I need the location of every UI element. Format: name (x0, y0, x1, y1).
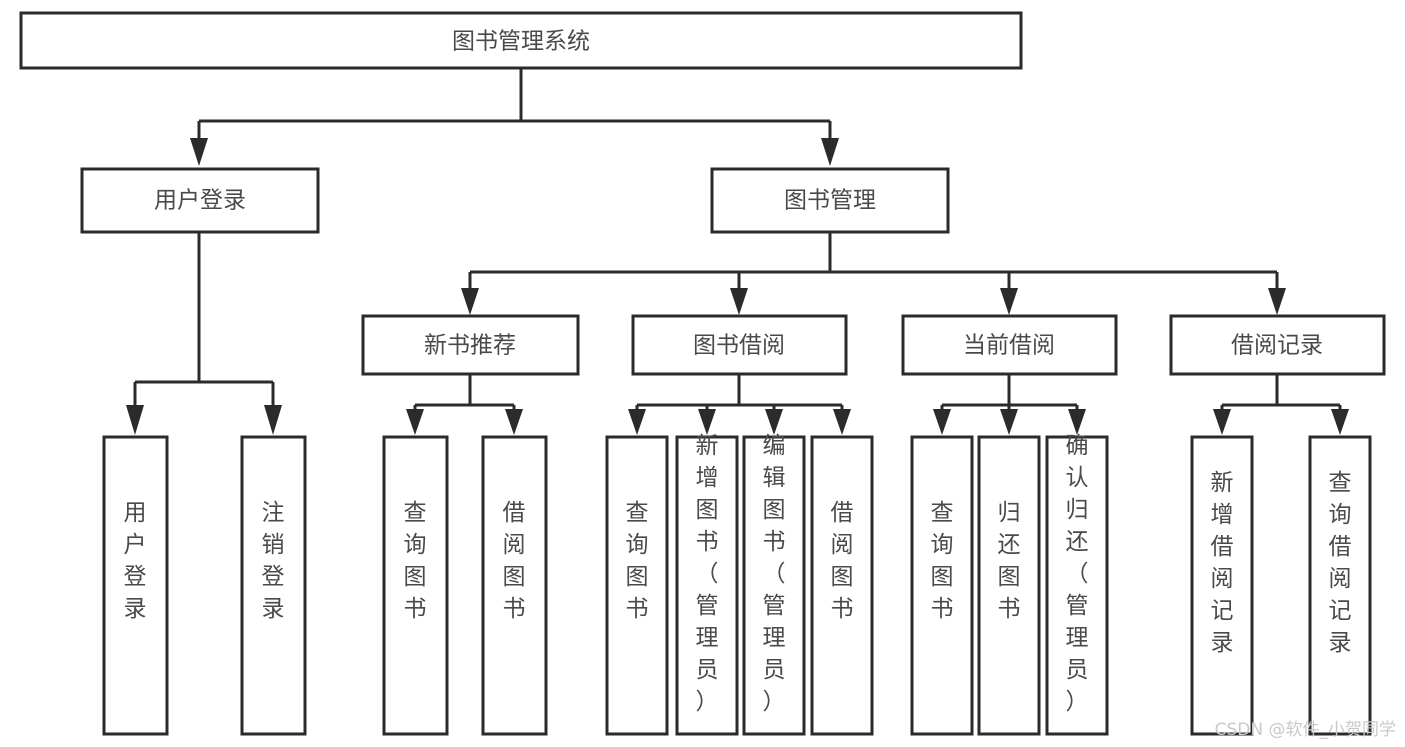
node-book-borrow-box[interactable] (631, 314, 848, 376)
leaf-nb-borrow-book-label: 借阅图书 (503, 500, 526, 622)
leaf-bb-borrow-book-box[interactable] (810, 435, 874, 736)
leaf-cb-confirm-return-label: 确认归还（管理员） (1066, 433, 1089, 715)
leaf-node[interactable]: 查询图书 (910, 435, 974, 736)
leaf-node[interactable]: 借阅图书 (810, 435, 874, 736)
leaf-logout-label: 注销登录 (262, 500, 285, 622)
leaf-node[interactable]: 新增借阅记录 (1190, 435, 1254, 736)
node-user-login-box[interactable] (80, 167, 320, 234)
node-user-login-label: 用户登录 (154, 188, 246, 214)
node-book-management[interactable]: 图书管理 (710, 167, 950, 234)
node-root-box[interactable] (19, 11, 1023, 70)
leaf-cb-return-book-label: 归还图书 (998, 500, 1021, 622)
leaf-cb-query-book-box[interactable] (910, 435, 974, 736)
node-root-system[interactable]: 图书管理系统 (19, 11, 1023, 70)
arrow-head-bb-leaf-1 (628, 409, 646, 435)
node-current-borrow-box[interactable] (901, 314, 1118, 376)
node-book-borrow-label: 图书借阅 (693, 333, 785, 359)
node-book-management-label: 图书管理 (784, 188, 876, 214)
leaf-br-query-record-box[interactable] (1308, 435, 1372, 736)
leaf-br-query-record-label: 查询借阅记录 (1329, 470, 1352, 656)
leaf-bb-edit-book-label: 编辑图书（管理员） (763, 433, 786, 715)
node-current-borrow[interactable]: 当前借阅 (901, 314, 1118, 376)
node-new-book-recommend-label: 新书推荐 (424, 333, 516, 359)
node-user-login[interactable]: 用户登录 (80, 167, 320, 234)
arrow-head-nb-leaf-2 (505, 409, 523, 435)
node-borrow-record-box[interactable] (1169, 314, 1386, 376)
arrow-head-cb-leaf-2 (1000, 409, 1018, 435)
leaf-node[interactable]: 查询借阅记录 (1308, 435, 1372, 736)
leaf-logout-box[interactable] (240, 435, 307, 736)
arrow-head-borrow-record (1268, 288, 1286, 315)
leaf-node[interactable]: 借阅图书 (481, 435, 548, 736)
leaf-bb-edit-book-box[interactable] (742, 435, 806, 736)
leaf-bb-add-book-label: 新增图书（管理员） (696, 433, 719, 715)
leaf-nb-borrow-book-box[interactable] (481, 435, 548, 736)
leaf-nb-query-book-label: 查询图书 (404, 500, 427, 622)
leaf-nb-query-book-box[interactable] (382, 435, 449, 736)
leaf-node[interactable]: 查询图书 (605, 435, 669, 736)
csdn-watermark: CSDN @软件_小贺同学 (1215, 720, 1396, 740)
leaf-bb-add-book-box[interactable] (675, 435, 739, 736)
arrow-head-bb-leaf-3 (765, 409, 783, 435)
leaf-node[interactable]: 编辑图书（管理员） (742, 433, 806, 736)
leaf-user-login-box[interactable] (102, 435, 169, 736)
arrow-head-book-borrow (730, 288, 748, 315)
arrow-head-cb-leaf-3 (1068, 409, 1086, 435)
arrow-head-current-borrow (1000, 288, 1018, 315)
arrow-head-leaf-logout (264, 405, 282, 435)
node-book-management-box[interactable] (710, 167, 950, 234)
leaf-cb-return-book-box[interactable] (977, 435, 1041, 736)
arrow-head-user-login (190, 138, 208, 166)
node-new-book-recommend[interactable]: 新书推荐 (361, 314, 580, 376)
leaf-node[interactable]: 确认归还（管理员） (1045, 433, 1109, 736)
node-root-label: 图书管理系统 (452, 29, 590, 55)
arrow-head-book-manage (821, 138, 839, 166)
node-new-book-recommend-box[interactable] (361, 314, 580, 376)
node-borrow-record[interactable]: 借阅记录 (1169, 314, 1386, 376)
leaf-bb-borrow-book-label: 借阅图书 (831, 500, 854, 622)
leaf-node[interactable]: 查询图书 (382, 435, 449, 736)
leaf-bb-query-book-label: 查询图书 (626, 500, 649, 622)
arrow-head-cb-leaf-1 (933, 409, 951, 435)
arrow-head-br-leaf-1 (1213, 409, 1231, 435)
node-borrow-record-label: 借阅记录 (1231, 333, 1323, 359)
arrow-head-bb-leaf-4 (833, 409, 851, 435)
arrow-head-nb-leaf-1 (406, 409, 424, 435)
leaf-node[interactable]: 新增图书（管理员） (675, 433, 739, 736)
leaf-cb-confirm-return-box[interactable] (1045, 435, 1109, 736)
leaf-br-add-record-box[interactable] (1190, 435, 1254, 736)
node-book-borrow[interactable]: 图书借阅 (631, 314, 848, 376)
node-current-borrow-label: 当前借阅 (963, 333, 1055, 359)
leaf-node[interactable]: 注销登录 (240, 435, 307, 736)
arrow-head-br-leaf-2 (1331, 409, 1349, 435)
leaf-node[interactable]: 归还图书 (977, 435, 1041, 736)
leaf-bb-query-book-box[interactable] (605, 435, 669, 736)
leaf-br-add-record-label: 新增借阅记录 (1211, 470, 1234, 656)
connector-layer (126, 68, 1349, 435)
arrow-head-bb-leaf-2 (698, 409, 716, 435)
leaf-user-login-label: 用户登录 (124, 500, 147, 622)
leaf-cb-query-book-label: 查询图书 (931, 500, 954, 622)
arrow-head-new-book (461, 288, 479, 315)
arrow-head-leaf-user-login (126, 405, 144, 435)
leaf-node[interactable]: 用户登录 (102, 435, 169, 736)
